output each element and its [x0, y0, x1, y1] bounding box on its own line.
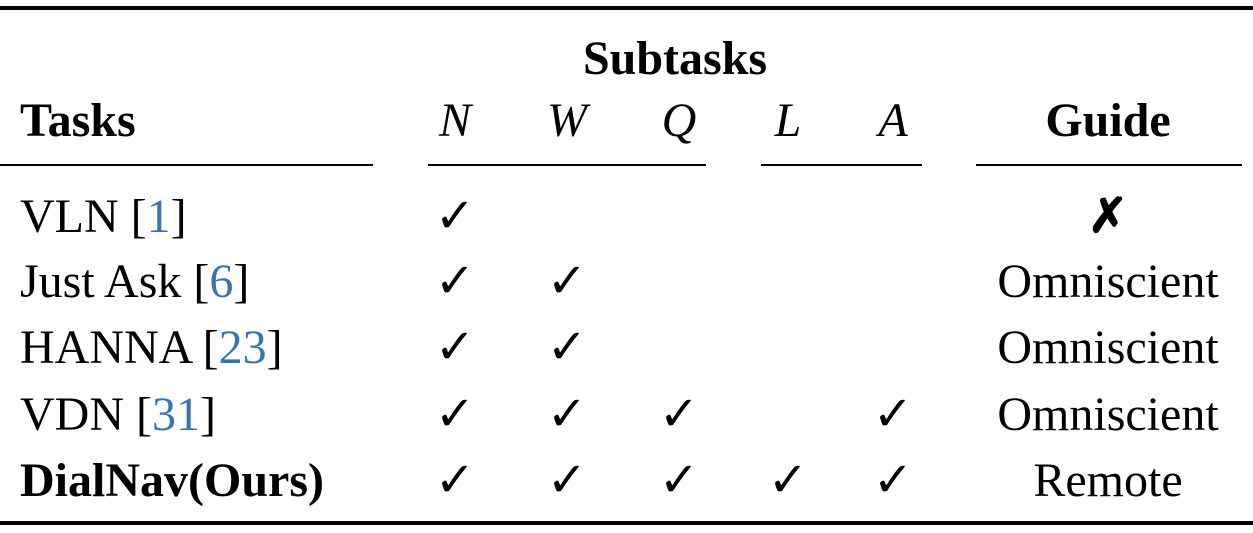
- check-mark: ✓: [434, 190, 476, 243]
- check-mark: ✓: [872, 454, 914, 507]
- guide-value: ✗: [1087, 190, 1129, 243]
- top-rule: [0, 6, 1253, 10]
- task-name-dialnav: DialNav(Ours): [20, 454, 324, 507]
- guide-value: Omniscient: [997, 321, 1219, 374]
- citation-number[interactable]: 31: [151, 388, 200, 441]
- subtask-header-q: Q: [661, 94, 697, 147]
- task-name-just-ask: Just Ask [6]: [20, 258, 249, 306]
- cmidrule-la: [761, 164, 922, 166]
- guide-value: Omniscient: [997, 388, 1219, 441]
- cmidrule-tasks: [0, 164, 373, 166]
- check-mark: ✓: [434, 388, 476, 441]
- subtask-header-a: A: [878, 94, 908, 147]
- check-mark: ✓: [658, 454, 700, 507]
- citation[interactable]: [1]: [130, 190, 187, 243]
- task-name-hanna: HANNA [23]: [20, 324, 283, 372]
- check-mark: ✓: [546, 255, 588, 308]
- task-label: Just Ask: [20, 255, 182, 308]
- task-name-vln: VLN [1]: [20, 193, 187, 241]
- bottom-rule: [0, 521, 1253, 525]
- citation[interactable]: [6]: [193, 255, 250, 308]
- citation-number[interactable]: 1: [146, 190, 171, 243]
- check-mark: ✓: [546, 388, 588, 441]
- cmidrule-guide: [976, 164, 1242, 166]
- citation-number[interactable]: 23: [218, 321, 267, 374]
- check-mark: ✓: [434, 321, 476, 374]
- task-name-vdn: VDN [31]: [20, 391, 216, 439]
- subtasks-header: Subtasks: [582, 32, 768, 85]
- check-mark: ✓: [658, 388, 700, 441]
- task-label: VDN: [20, 388, 124, 441]
- subtask-header-w: W: [547, 94, 587, 147]
- subtask-header-n: N: [438, 94, 472, 147]
- check-mark: ✓: [872, 388, 914, 441]
- cmidrule-nwq: [428, 164, 706, 166]
- task-label: VLN: [20, 190, 119, 243]
- check-mark: ✓: [546, 454, 588, 507]
- check-mark: ✓: [546, 321, 588, 374]
- check-mark: ✓: [434, 255, 476, 308]
- citation-number[interactable]: 6: [209, 255, 234, 308]
- check-mark: ✓: [434, 454, 476, 507]
- citation[interactable]: [31]: [136, 388, 216, 441]
- tasks-header: Tasks: [20, 94, 136, 147]
- task-label: HANNA: [20, 321, 191, 374]
- citation[interactable]: [23]: [202, 321, 283, 374]
- guide-value: Remote: [1033, 454, 1183, 507]
- guide-value: Omniscient: [997, 255, 1219, 308]
- subtask-header-l: L: [774, 94, 802, 147]
- guide-header: Guide: [1045, 94, 1171, 147]
- check-mark: ✓: [767, 454, 809, 507]
